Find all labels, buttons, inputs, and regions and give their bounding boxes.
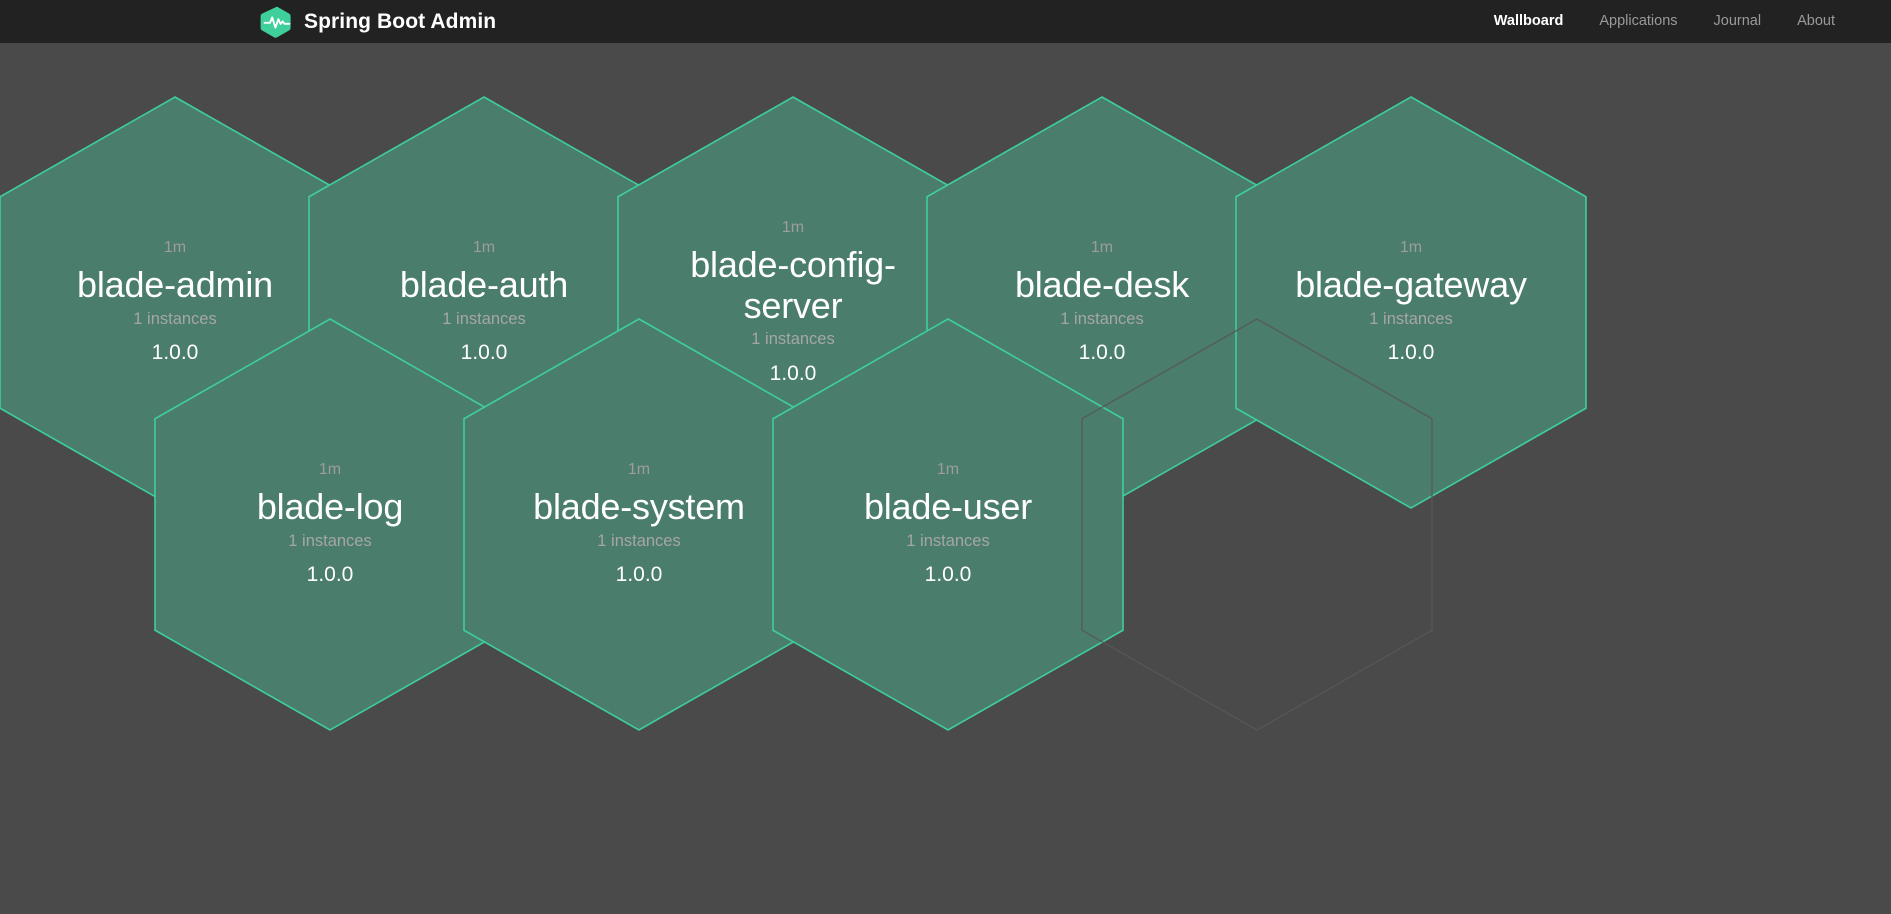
hexagon-svg [772, 318, 1124, 731]
app-hexagon-placeholder-empty [1074, 313, 1440, 736]
hexagon-shape [463, 318, 815, 731]
hexagon-outline-shape [1081, 318, 1433, 731]
main-nav: Wallboard Applications Journal About [1476, 0, 1853, 43]
hexagon-shape [772, 318, 1124, 731]
hexagon-svg [1235, 96, 1587, 509]
brand-title: Spring Boot Admin [304, 9, 497, 33]
hexagon-shape [154, 318, 506, 731]
top-navigation-bar: Spring Boot Admin Wallboard Applications… [0, 0, 1891, 43]
nav-item-about[interactable]: About [1797, 13, 1835, 29]
heartbeat-hexagon-icon [260, 5, 294, 39]
hexagon-shape [1235, 96, 1587, 509]
hexagon-svg [1081, 318, 1433, 731]
nav-item-journal[interactable]: Journal [1713, 13, 1762, 29]
nav-item-wallboard[interactable]: Wallboard [1493, 13, 1564, 29]
nav-item-applications[interactable]: Applications [1599, 13, 1678, 29]
brand-home-link[interactable]: Spring Boot Admin [260, 5, 496, 39]
